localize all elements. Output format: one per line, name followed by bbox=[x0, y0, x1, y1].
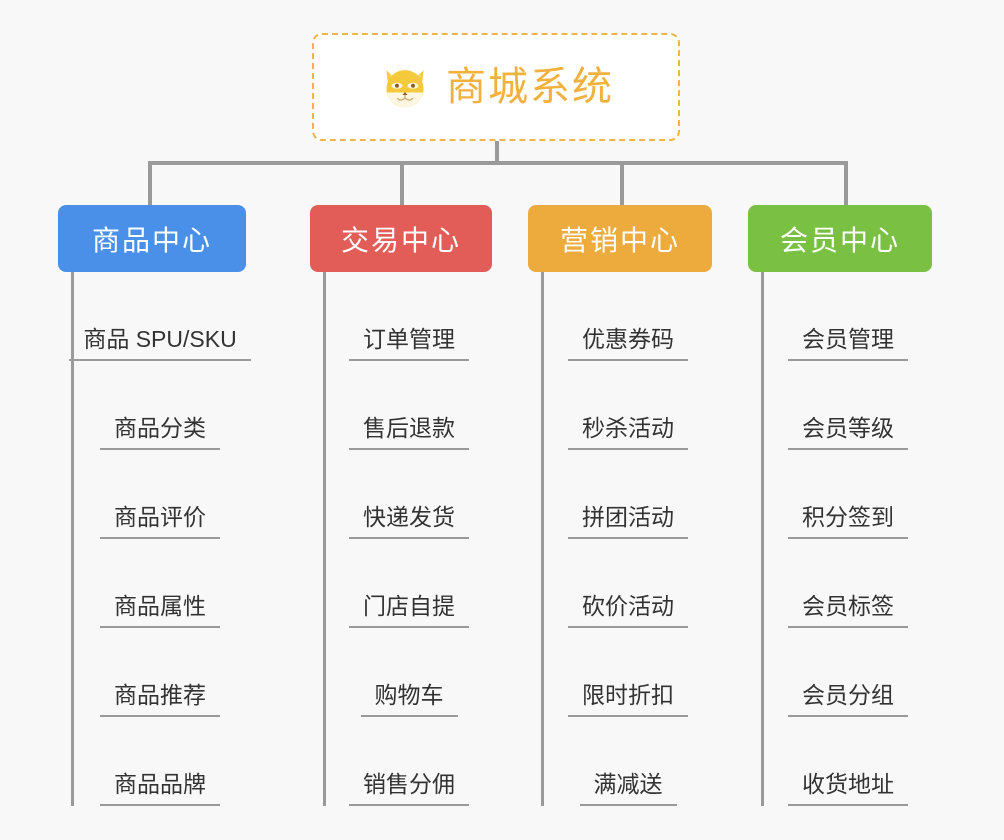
root-node[interactable]: 商城系统 bbox=[312, 33, 680, 141]
list-item[interactable]: 销售分佣 bbox=[326, 717, 492, 806]
list-item[interactable]: 拼团活动 bbox=[544, 450, 712, 539]
branch-column-trade: 交易中心 订单管理 售后退款 快递发货 门店自提 购物车 销售分佣 bbox=[310, 205, 492, 806]
list-item-label: 积分签到 bbox=[788, 503, 908, 539]
branch-header-product[interactable]: 商品中心 bbox=[58, 205, 246, 272]
list-item-label: 砍价活动 bbox=[568, 592, 688, 628]
list-item[interactable]: 订单管理 bbox=[326, 272, 492, 361]
list-item[interactable]: 会员等级 bbox=[764, 361, 932, 450]
list-item[interactable]: 商品属性 bbox=[74, 539, 246, 628]
connector-drop-1 bbox=[148, 161, 152, 207]
branch-column-marketing: 营销中心 优惠券码 秒杀活动 拼团活动 砍价活动 限时折扣 满减送 bbox=[528, 205, 712, 806]
branch-header-label: 交易中心 bbox=[340, 224, 461, 256]
branch-column-member: 会员中心 会员管理 会员等级 积分签到 会员标签 会员分组 收货地址 bbox=[748, 205, 932, 806]
list-item-label: 订单管理 bbox=[349, 325, 469, 361]
connector-root-stem bbox=[495, 141, 499, 163]
list-item-label: 满减送 bbox=[579, 770, 677, 806]
branch-column-product: 商品中心 商品 SPU/SKU 商品分类 商品评价 商品属性 商品推荐 商品品牌 bbox=[58, 205, 251, 806]
list-item-label: 商品评价 bbox=[100, 503, 220, 539]
branch-items-member: 会员管理 会员等级 积分签到 会员标签 会员分组 收货地址 bbox=[761, 272, 932, 806]
list-item[interactable]: 会员管理 bbox=[764, 272, 932, 361]
list-item[interactable]: 商品推荐 bbox=[74, 628, 246, 717]
list-item-label: 秒杀活动 bbox=[568, 414, 688, 450]
list-item[interactable]: 限时折扣 bbox=[544, 628, 712, 717]
list-item[interactable]: 售后退款 bbox=[326, 361, 492, 450]
branch-items-marketing: 优惠券码 秒杀活动 拼团活动 砍价活动 限时折扣 满减送 bbox=[541, 272, 712, 806]
list-item[interactable]: 收货地址 bbox=[764, 717, 932, 806]
branch-items-trade: 订单管理 售后退款 快递发货 门店自提 购物车 销售分佣 bbox=[323, 272, 492, 806]
list-item-label: 会员标签 bbox=[788, 592, 908, 628]
list-item-label: 快递发货 bbox=[349, 503, 469, 539]
branch-header-label: 会员中心 bbox=[779, 224, 900, 256]
list-item[interactable]: 优惠券码 bbox=[544, 272, 712, 361]
branch-header-marketing[interactable]: 营销中心 bbox=[528, 205, 712, 272]
connector-drop-2 bbox=[400, 161, 404, 207]
branch-header-member[interactable]: 会员中心 bbox=[748, 205, 932, 272]
list-item[interactable]: 商品评价 bbox=[74, 450, 246, 539]
list-item[interactable]: 门店自提 bbox=[326, 539, 492, 628]
list-item[interactable]: 满减送 bbox=[544, 717, 712, 806]
shiba-dog-icon bbox=[386, 70, 424, 108]
list-item-label: 拼团活动 bbox=[568, 503, 688, 539]
list-item-label: 会员管理 bbox=[788, 325, 908, 361]
list-item-label: 商品属性 bbox=[100, 592, 220, 628]
list-item[interactable]: 积分签到 bbox=[764, 450, 932, 539]
list-item-label: 售后退款 bbox=[349, 414, 469, 450]
list-item-label: 会员分组 bbox=[788, 681, 908, 717]
list-item-label: 收货地址 bbox=[788, 770, 908, 806]
list-item-label: 商品推荐 bbox=[100, 681, 220, 717]
list-item-label: 优惠券码 bbox=[568, 325, 688, 361]
branch-header-label: 营销中心 bbox=[559, 224, 680, 256]
list-item-label: 会员等级 bbox=[788, 414, 908, 450]
connector-drop-4 bbox=[844, 161, 848, 207]
connector-drop-3 bbox=[620, 161, 624, 207]
list-item[interactable]: 砍价活动 bbox=[544, 539, 712, 628]
list-item[interactable]: 商品品牌 bbox=[74, 717, 246, 806]
list-item-label: 门店自提 bbox=[349, 592, 469, 628]
list-item-label: 限时折扣 bbox=[568, 681, 688, 717]
list-item[interactable]: 商品分类 bbox=[74, 361, 246, 450]
list-item[interactable]: 会员分组 bbox=[764, 628, 932, 717]
root-title: 商城系统 bbox=[446, 65, 614, 109]
branch-header-label: 商品中心 bbox=[91, 224, 212, 256]
list-item[interactable]: 会员标签 bbox=[764, 539, 932, 628]
list-item-label: 购物车 bbox=[360, 681, 458, 717]
list-item-label: 商品分类 bbox=[100, 414, 220, 450]
branch-header-trade[interactable]: 交易中心 bbox=[310, 205, 492, 272]
list-item-label: 商品 SPU/SKU bbox=[69, 325, 251, 361]
list-item-label: 销售分佣 bbox=[349, 770, 469, 806]
list-item[interactable]: 快递发货 bbox=[326, 450, 492, 539]
branch-items-product: 商品 SPU/SKU 商品分类 商品评价 商品属性 商品推荐 商品品牌 bbox=[69, 272, 251, 806]
list-item[interactable]: 商品 SPU/SKU bbox=[69, 272, 251, 361]
connector-horizontal-bus bbox=[148, 161, 848, 165]
list-item[interactable]: 购物车 bbox=[326, 628, 492, 717]
list-item[interactable]: 秒杀活动 bbox=[544, 361, 712, 450]
list-item-label: 商品品牌 bbox=[100, 770, 220, 806]
